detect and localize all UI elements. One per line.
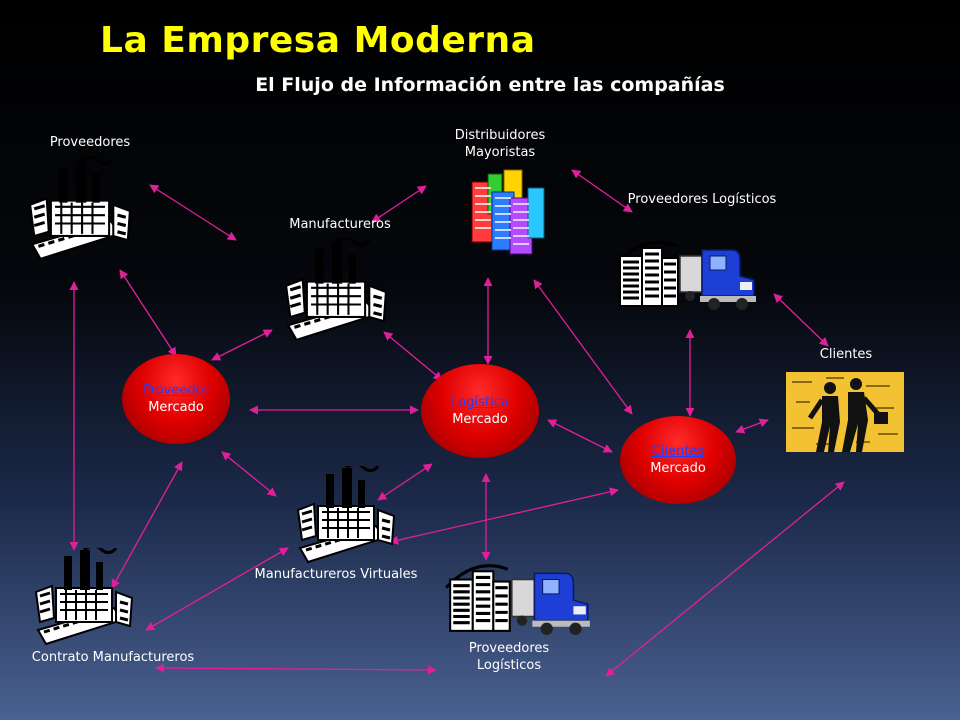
- label-distribuidores: Distribuidores Mayoristas: [454, 128, 546, 160]
- label-proveedores-logisticos-top: Proveedores Logísticos: [627, 192, 777, 207]
- arrow-proveedores-manufactureros: [149, 184, 237, 241]
- factory-icon: [34, 548, 134, 646]
- arrow-logistica-clientes-mercado: [547, 419, 613, 453]
- link-clientes[interactable]: Clientes: [651, 444, 705, 459]
- arrow-manufactureros-distribuidores: [371, 185, 427, 223]
- factory-icon: [28, 156, 132, 261]
- arrow-logistica-mercado-virtuales: [377, 463, 433, 501]
- label-proveedores-logisticos-bottom: Proveedores Logísticos: [468, 641, 550, 673]
- label-proveedores: Proveedores: [49, 135, 131, 150]
- node-logistica-mercado: Logística Mercado: [421, 364, 539, 458]
- arrow-proveedor-mercado-virtuales: [221, 451, 277, 497]
- label-clientes: Clientes: [819, 347, 873, 362]
- truck-icon: [614, 241, 758, 312]
- business-people-icon: [786, 372, 904, 452]
- factory-icon: [284, 238, 388, 342]
- label-manufactureros: Manufactureros: [289, 217, 391, 232]
- arrow-distribuidores-logisticos: [571, 169, 633, 213]
- arrow-virtuales-clientes-mercado: [389, 487, 619, 545]
- arrow-logisticos-bottom-clientes: [605, 481, 845, 677]
- arrow-logisticos-clientes: [773, 293, 829, 347]
- node-proveedor-mercado-text: Mercado: [148, 400, 204, 415]
- factory-icon: [296, 466, 396, 564]
- node-clientes-mercado: Clientes Mercado: [620, 416, 736, 504]
- label-manufactureros-virtuales: Manufactureros Virtuales: [254, 567, 418, 582]
- truck-icon: [444, 564, 592, 637]
- link-proveedor[interactable]: Proveedor: [143, 383, 209, 398]
- arrow-proveedor-mercado-contrato: [111, 461, 183, 589]
- arrow-manufactureros-logistica-mercado: [383, 331, 443, 381]
- arrow-distribuidores-clientes-mercado: [533, 279, 633, 415]
- city-buildings-icon: [471, 169, 545, 255]
- node-clientes-mercado-text: Mercado: [650, 461, 706, 476]
- arrow-proveedor-mercado-manufactureros: [211, 329, 273, 361]
- link-logistica[interactable]: Logística: [451, 395, 509, 410]
- arrow-contrato-logisticos-bottom: [155, 663, 437, 675]
- label-contrato-manufactureros: Contrato Manufactureros: [31, 650, 195, 665]
- page-subtitle: El Flujo de Información entre las compañ…: [255, 74, 725, 96]
- arrow-virtuales-contrato: [145, 547, 289, 631]
- page-title: La Empresa Moderna: [100, 20, 536, 61]
- arrow-proveedores-proveedor-mercado: [119, 269, 177, 357]
- node-proveedor-mercado: Proveedor Mercado: [122, 354, 230, 444]
- arrow-clientes-mercado-clientes: [735, 418, 769, 434]
- node-logistica-mercado-text: Mercado: [452, 412, 508, 427]
